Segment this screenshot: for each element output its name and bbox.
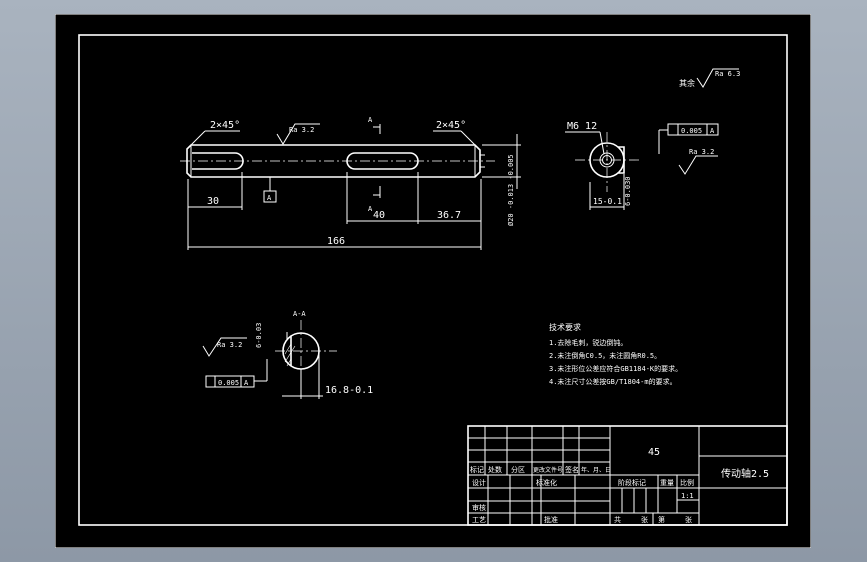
note-line-3: 3.未注形位公差应符合GB1184-K的要求。 xyxy=(549,364,682,373)
other-roughness-value: Ra 6.3 xyxy=(715,70,740,78)
dim-total-len: 166 xyxy=(327,236,345,247)
main-view: A A 2×45° 2×45° Ra 3.2 A 30 40 36.7 166 … xyxy=(180,116,521,250)
sheets-total: 共 xyxy=(614,515,621,524)
section-mark-top: A xyxy=(368,116,373,124)
section-tol-datum: A xyxy=(244,379,249,387)
drawing-sheet: A A 2×45° 2×45° Ra 3.2 A 30 40 36.7 166 … xyxy=(55,14,811,548)
title-block: 标记 处数 分区 更改文件号 签名 年、月、日 设计 标准化 审核 工艺 批准 … xyxy=(467,425,788,526)
section-roughness: Ra 3.2 xyxy=(217,341,242,349)
outer-frame xyxy=(55,14,811,548)
section-title: A-A xyxy=(293,310,306,318)
row-review: 审核 xyxy=(472,503,486,512)
section-tol-value: 0.005 xyxy=(218,379,239,387)
header-change-doc: 更改文件号 xyxy=(533,466,563,474)
header-signature: 签名 xyxy=(565,465,579,474)
other-roughness-label: 其余 xyxy=(679,78,695,88)
main-roughness: Ra 3.2 xyxy=(289,126,314,134)
notes-heading: 技术要求 xyxy=(549,322,581,332)
dim-diameter: Ø20 -0.013 -0.005 xyxy=(507,154,515,226)
note-line-1: 1.去除毛刺，锐边倒钝。 xyxy=(549,338,627,347)
note-line-4: 4.未注尺寸公差按GB/T1804-m的要求。 xyxy=(549,377,677,386)
material: 45 xyxy=(648,447,660,458)
chamfer-left: 2×45° xyxy=(210,120,240,131)
header-mark: 标记 xyxy=(470,465,484,474)
other-roughness: 其余 Ra 6.3 xyxy=(679,68,740,88)
scale-value: 1:1 xyxy=(681,492,694,500)
sheet-label: 张 xyxy=(685,515,692,524)
row-standard: 标准化 xyxy=(536,478,557,487)
end-view: M6 12 15-0.1 6-0.030 0.005 A Ra 3.2 xyxy=(565,121,719,210)
end-roughness: Ra 3.2 xyxy=(689,148,714,156)
end-tol-datum: A xyxy=(710,127,715,135)
end-thread: M6 12 xyxy=(567,121,597,132)
ratio-label: 比例 xyxy=(680,478,694,487)
dim-keyway-len: 40 xyxy=(373,210,385,221)
row-process: 工艺 xyxy=(472,516,486,524)
inner-frame xyxy=(78,34,788,526)
section-mark-bottom: A xyxy=(368,205,373,213)
weight-label: 重量 xyxy=(660,479,674,487)
part-name: 传动轴2.5 xyxy=(721,467,769,480)
end-width-dim: 6-0.030 xyxy=(624,176,632,206)
sheets-label: 张 xyxy=(641,515,648,524)
header-count: 处数 xyxy=(488,465,502,474)
row-design: 设计 xyxy=(472,478,486,487)
section-width-dim: 6-0.03 xyxy=(255,323,263,348)
end-key-dim: 15-0.1 xyxy=(593,197,622,206)
section-depth-dim: 16.8-0.1 xyxy=(325,385,373,396)
chamfer-right: 2×45° xyxy=(436,120,466,131)
drawing-canvas: A A 2×45° 2×45° Ra 3.2 A 30 40 36.7 166 … xyxy=(55,14,811,548)
dim-right-offset: 36.7 xyxy=(437,210,461,221)
sheet-no: 第 xyxy=(658,515,665,524)
end-tol-value: 0.005 xyxy=(681,127,702,135)
stage-mark: 阶段标记 xyxy=(618,478,646,487)
note-line-2: 2.未注倒角C0.5，未注圆角R0.5。 xyxy=(549,351,661,360)
header-date: 年、月、日 xyxy=(581,466,611,474)
row-approve: 批准 xyxy=(544,515,558,524)
header-zone: 分区 xyxy=(511,465,525,474)
dim-left-keyway: 30 xyxy=(207,196,219,207)
section-view: A-A 16.8-0.1 6-0.03 Ra 3.2 0.005 A xyxy=(202,310,373,399)
datum-a: A xyxy=(267,194,272,202)
technical-notes: 技术要求 1.去除毛刺，锐边倒钝。 2.未注倒角C0.5，未注圆角R0.5。 3… xyxy=(549,322,682,386)
